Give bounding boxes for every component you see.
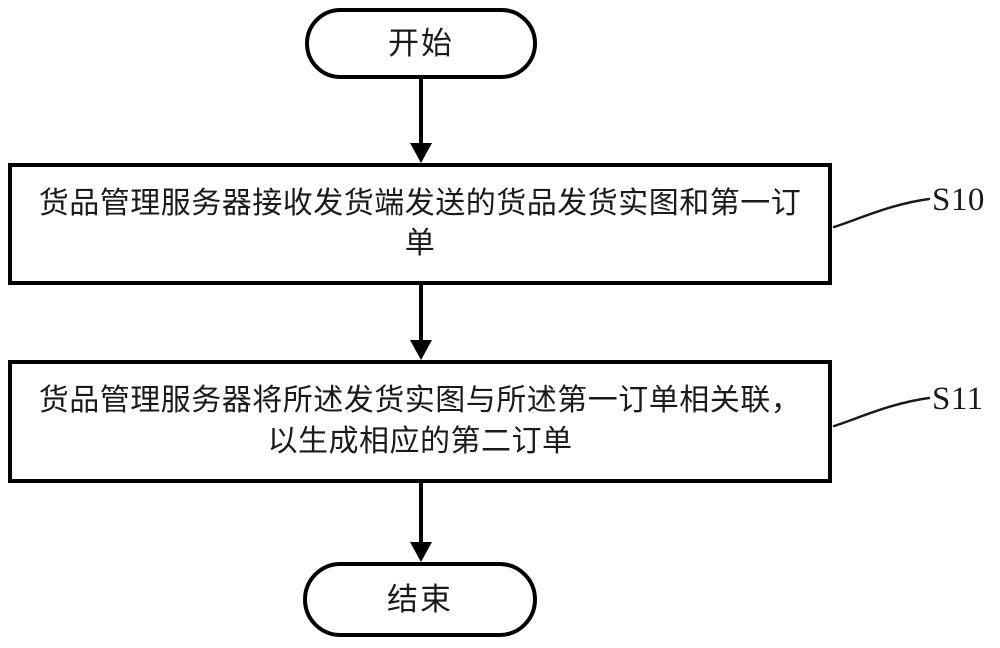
connector-shaft xyxy=(419,285,423,340)
flowchart-node-start[interactable]: 开始 xyxy=(305,8,537,79)
connector-shaft xyxy=(419,79,423,143)
arrowhead-down-icon xyxy=(410,340,432,360)
connector-shaft xyxy=(419,483,423,542)
flowchart-node-s11[interactable]: 货品管理服务器将所述发货实图与所述第一订单相关联，以生成相应的第二订单 xyxy=(8,360,832,483)
step-ref-s10: S10 xyxy=(932,182,985,218)
end-node-label: 结束 xyxy=(387,582,453,617)
connector-start-to-s10 xyxy=(410,79,432,163)
connector-s11-to-end xyxy=(410,483,432,563)
arrowhead-down-icon xyxy=(410,542,432,562)
s11-node-label: 货品管理服务器将所述发货实图与所述第一订单相关联，以生成相应的第二订单 xyxy=(38,384,802,458)
leader-line-s10 xyxy=(832,197,931,229)
step-ref-s11: S11 xyxy=(932,381,984,417)
start-node-label: 开始 xyxy=(388,26,454,61)
arrowhead-down-icon xyxy=(410,143,432,163)
leader-line-s11 xyxy=(832,396,931,428)
connector-s10-to-s11 xyxy=(410,285,432,360)
s10-node-label: 货品管理服务器接收发货端发送的货品发货实图和第一订单 xyxy=(38,186,802,261)
flowchart-node-s10[interactable]: 货品管理服务器接收发货端发送的货品发货实图和第一订单 xyxy=(8,163,832,285)
flowchart-node-end[interactable]: 结束 xyxy=(303,562,537,637)
